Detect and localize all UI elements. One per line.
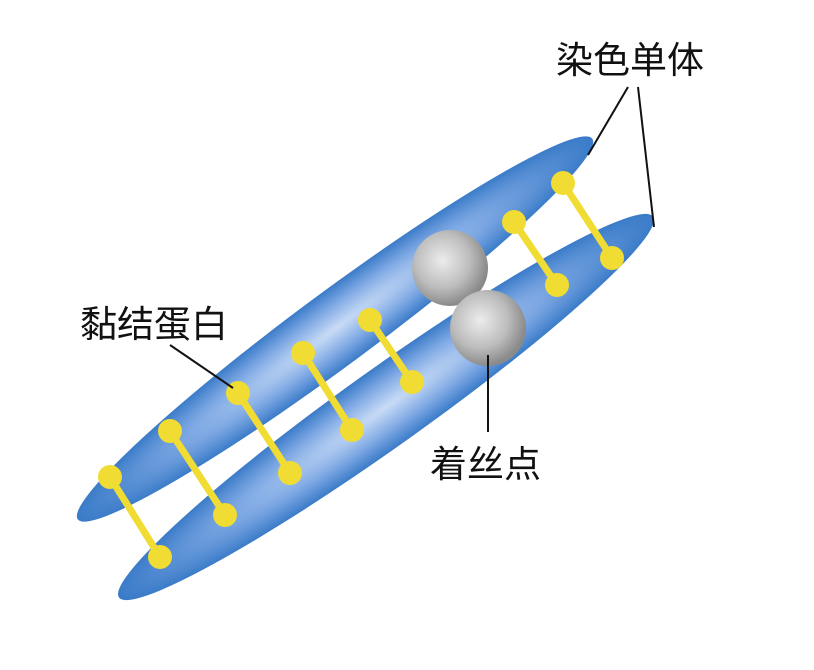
centromere <box>412 230 526 366</box>
label-centromere: 着丝点 <box>430 443 541 486</box>
cohesin-link <box>226 381 302 485</box>
cohesin-link <box>358 308 424 394</box>
label-chromatid: 染色单体 <box>556 39 704 82</box>
leader-line-chromatid-2 <box>637 86 655 228</box>
label-cohesin: 黏结蛋白 <box>80 303 228 346</box>
leader-lines <box>169 86 655 432</box>
chromatid-1 <box>76 136 594 522</box>
cohesin-link <box>98 465 172 569</box>
cohesin-link <box>158 419 237 527</box>
cohesin-link <box>551 171 624 270</box>
leader-line-cohesin <box>169 344 234 389</box>
leader-line-chromatid-1 <box>587 86 629 156</box>
cohesin-link <box>291 341 364 442</box>
cohesin-group <box>98 171 624 569</box>
cohesin-link <box>502 210 569 297</box>
